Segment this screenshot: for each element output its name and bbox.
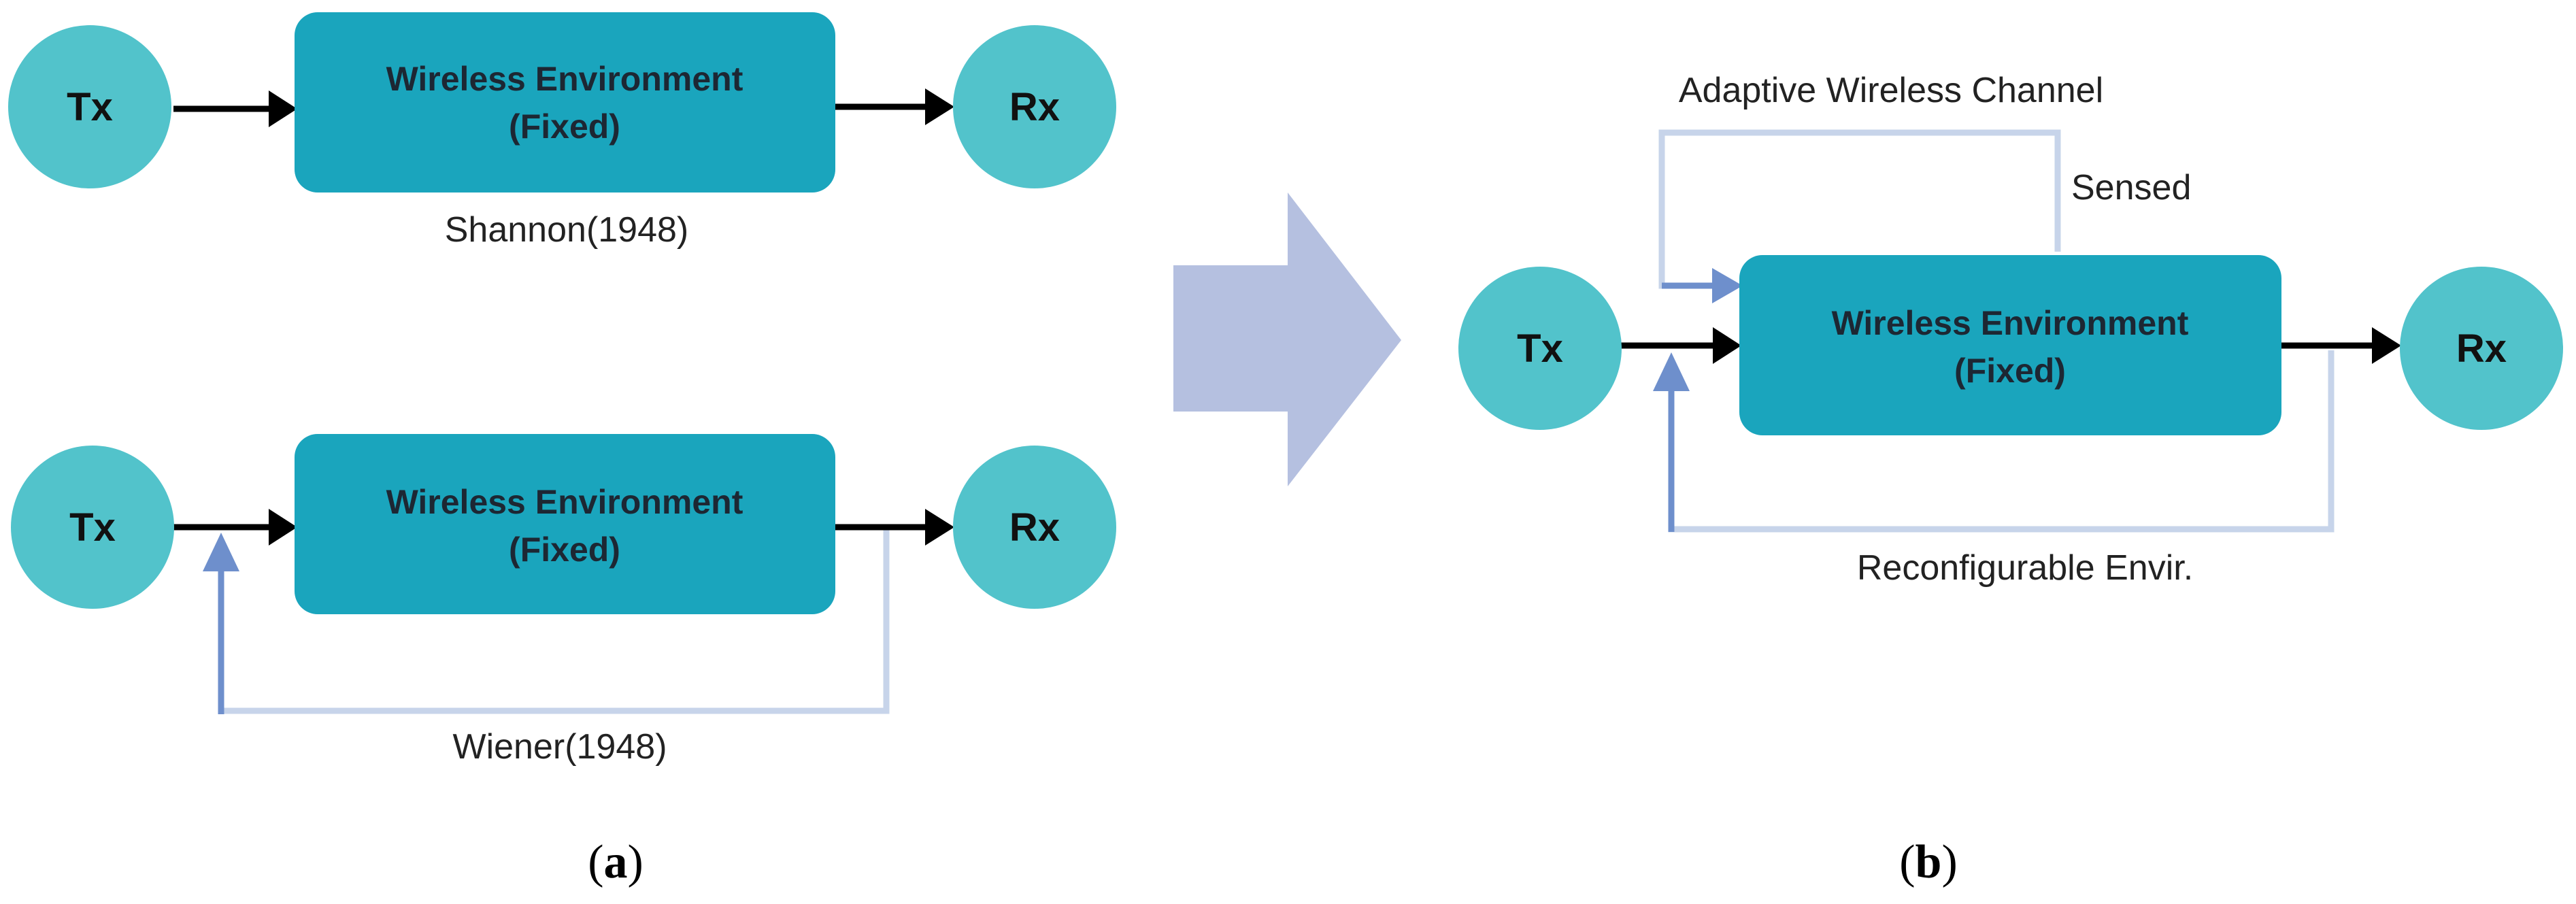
reconfigurable-caption: Reconfigurable Envir. [1857,548,2193,588]
shannon-tx-node [8,25,171,188]
shannon-caption: Shannon(1948) [445,210,689,250]
shannon-diagram: Tx Wireless Environment (Fixed) Rx Shann… [8,12,1116,250]
wiener-rx-node [953,446,1116,609]
adaptive-box-title: Wireless Environment [1832,304,2189,342]
reconfigurable-loop-arrowhead [1653,352,1690,391]
transition-arrow [1173,192,1401,486]
shannon-rx-label: Rx [1009,85,1060,129]
panel-b-label: (b) [1899,836,1958,888]
adaptive-rx-label: Rx [2456,327,2507,371]
shannon-rx-node [953,25,1116,188]
wiener-box-to-rx-arrowhead [925,509,954,546]
adaptive-loop-arrowhead [1712,268,1743,303]
shannon-box-to-rx-arrowhead [925,88,954,125]
adaptive-tx-label: Tx [1517,327,1563,371]
wiener-box-title: Wireless Environment [386,483,743,521]
shannon-environment-box [295,12,835,192]
shannon-box-title: Wireless Environment [386,60,743,98]
shannon-tx-label: Tx [67,85,113,129]
adaptive-box-subtitle: (Fixed) [1954,352,2066,390]
wiener-environment-box [295,434,835,614]
adaptive-channel-caption: Adaptive Wireless Channel [1679,71,2103,110]
adaptive-environment-box [1739,255,2281,435]
adaptive-diagram: Tx Wireless Environment (Fixed) Rx Adapt… [1458,71,2563,588]
wiener-tx-label: Tx [69,505,116,550]
sensed-caption: Sensed [2071,168,2191,207]
wiener-tx-to-box-arrowhead [269,509,297,546]
wiener-feedback-arrowhead [203,533,239,571]
adaptive-tx-to-box-arrowhead [1713,327,1741,364]
panel-a-label: (a) [588,836,643,888]
shannon-tx-to-box-arrowhead [269,90,297,127]
adaptive-box-to-rx-arrowhead [2372,327,2401,364]
wiener-caption: Wiener(1948) [452,727,667,767]
wiener-box-subtitle: (Fixed) [509,531,620,569]
adaptive-tx-node [1458,267,1622,430]
shannon-box-subtitle: (Fixed) [509,107,620,146]
adaptive-rx-node [2400,267,2563,430]
wiener-diagram: Tx Wireless Environment (Fixed) Rx Wiene… [11,434,1116,767]
wiener-rx-label: Rx [1009,505,1060,550]
wiener-tx-node [11,446,174,609]
